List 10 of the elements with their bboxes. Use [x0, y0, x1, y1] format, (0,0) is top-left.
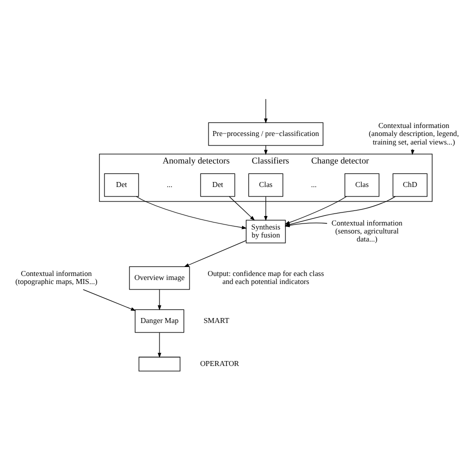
arrow: [82, 289, 136, 311]
node-box: [138, 356, 180, 372]
arrow: [136, 196, 247, 230]
arrow: [158, 289, 162, 310]
arrow: [264, 98, 268, 124]
arrow: [410, 148, 414, 155]
arrow: [264, 196, 268, 222]
arrow: [229, 196, 255, 221]
arrow: [158, 332, 162, 358]
arrow: [184, 240, 246, 268]
